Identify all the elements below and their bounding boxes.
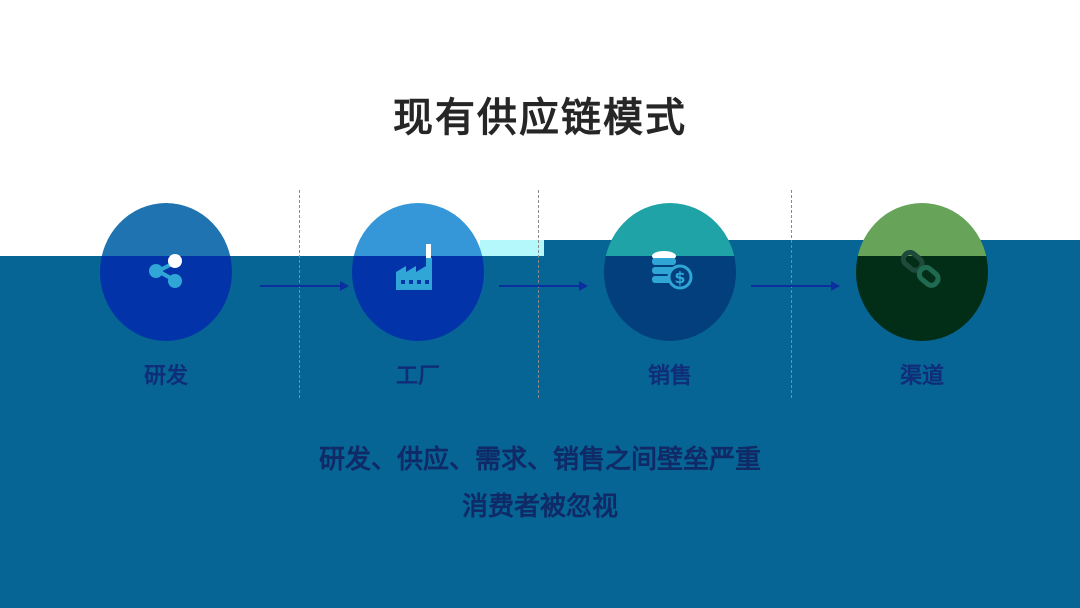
- step-rnd: 研发: [100, 203, 232, 403]
- step-factory: 工厂: [352, 203, 484, 403]
- step-sales: $ 销售: [604, 203, 736, 403]
- divider-2: [538, 190, 539, 398]
- step-channel: 渠道: [856, 203, 988, 403]
- slide-title: 现有供应链模式: [393, 95, 687, 141]
- step-label: 销售: [647, 364, 692, 389]
- description-line-2: 消费者被忽视: [461, 492, 618, 522]
- step-circle: $: [604, 203, 736, 341]
- step-label: 渠道: [899, 364, 944, 389]
- divider-3: [791, 190, 792, 398]
- step-circle: [352, 203, 484, 341]
- coins-dollar-icon: $: [652, 251, 693, 290]
- divider-1: [299, 190, 300, 398]
- step-label: 研发: [143, 364, 188, 389]
- share-icon: [149, 254, 182, 288]
- description-line-1: 研发、供应、需求、销售之间壁垒严重: [318, 445, 761, 475]
- arrow-right-icon: [260, 281, 349, 291]
- step-label: 工厂: [395, 364, 440, 389]
- step-circle: [100, 203, 232, 341]
- background-band-highlight: [480, 240, 544, 256]
- arrow-right-icon: [751, 281, 840, 291]
- svg-text:$: $: [674, 268, 685, 287]
- arrow-right-icon: [499, 281, 588, 291]
- step-circle: [856, 203, 988, 341]
- chain-link-icon: [900, 249, 941, 288]
- factory-icon: [396, 244, 432, 290]
